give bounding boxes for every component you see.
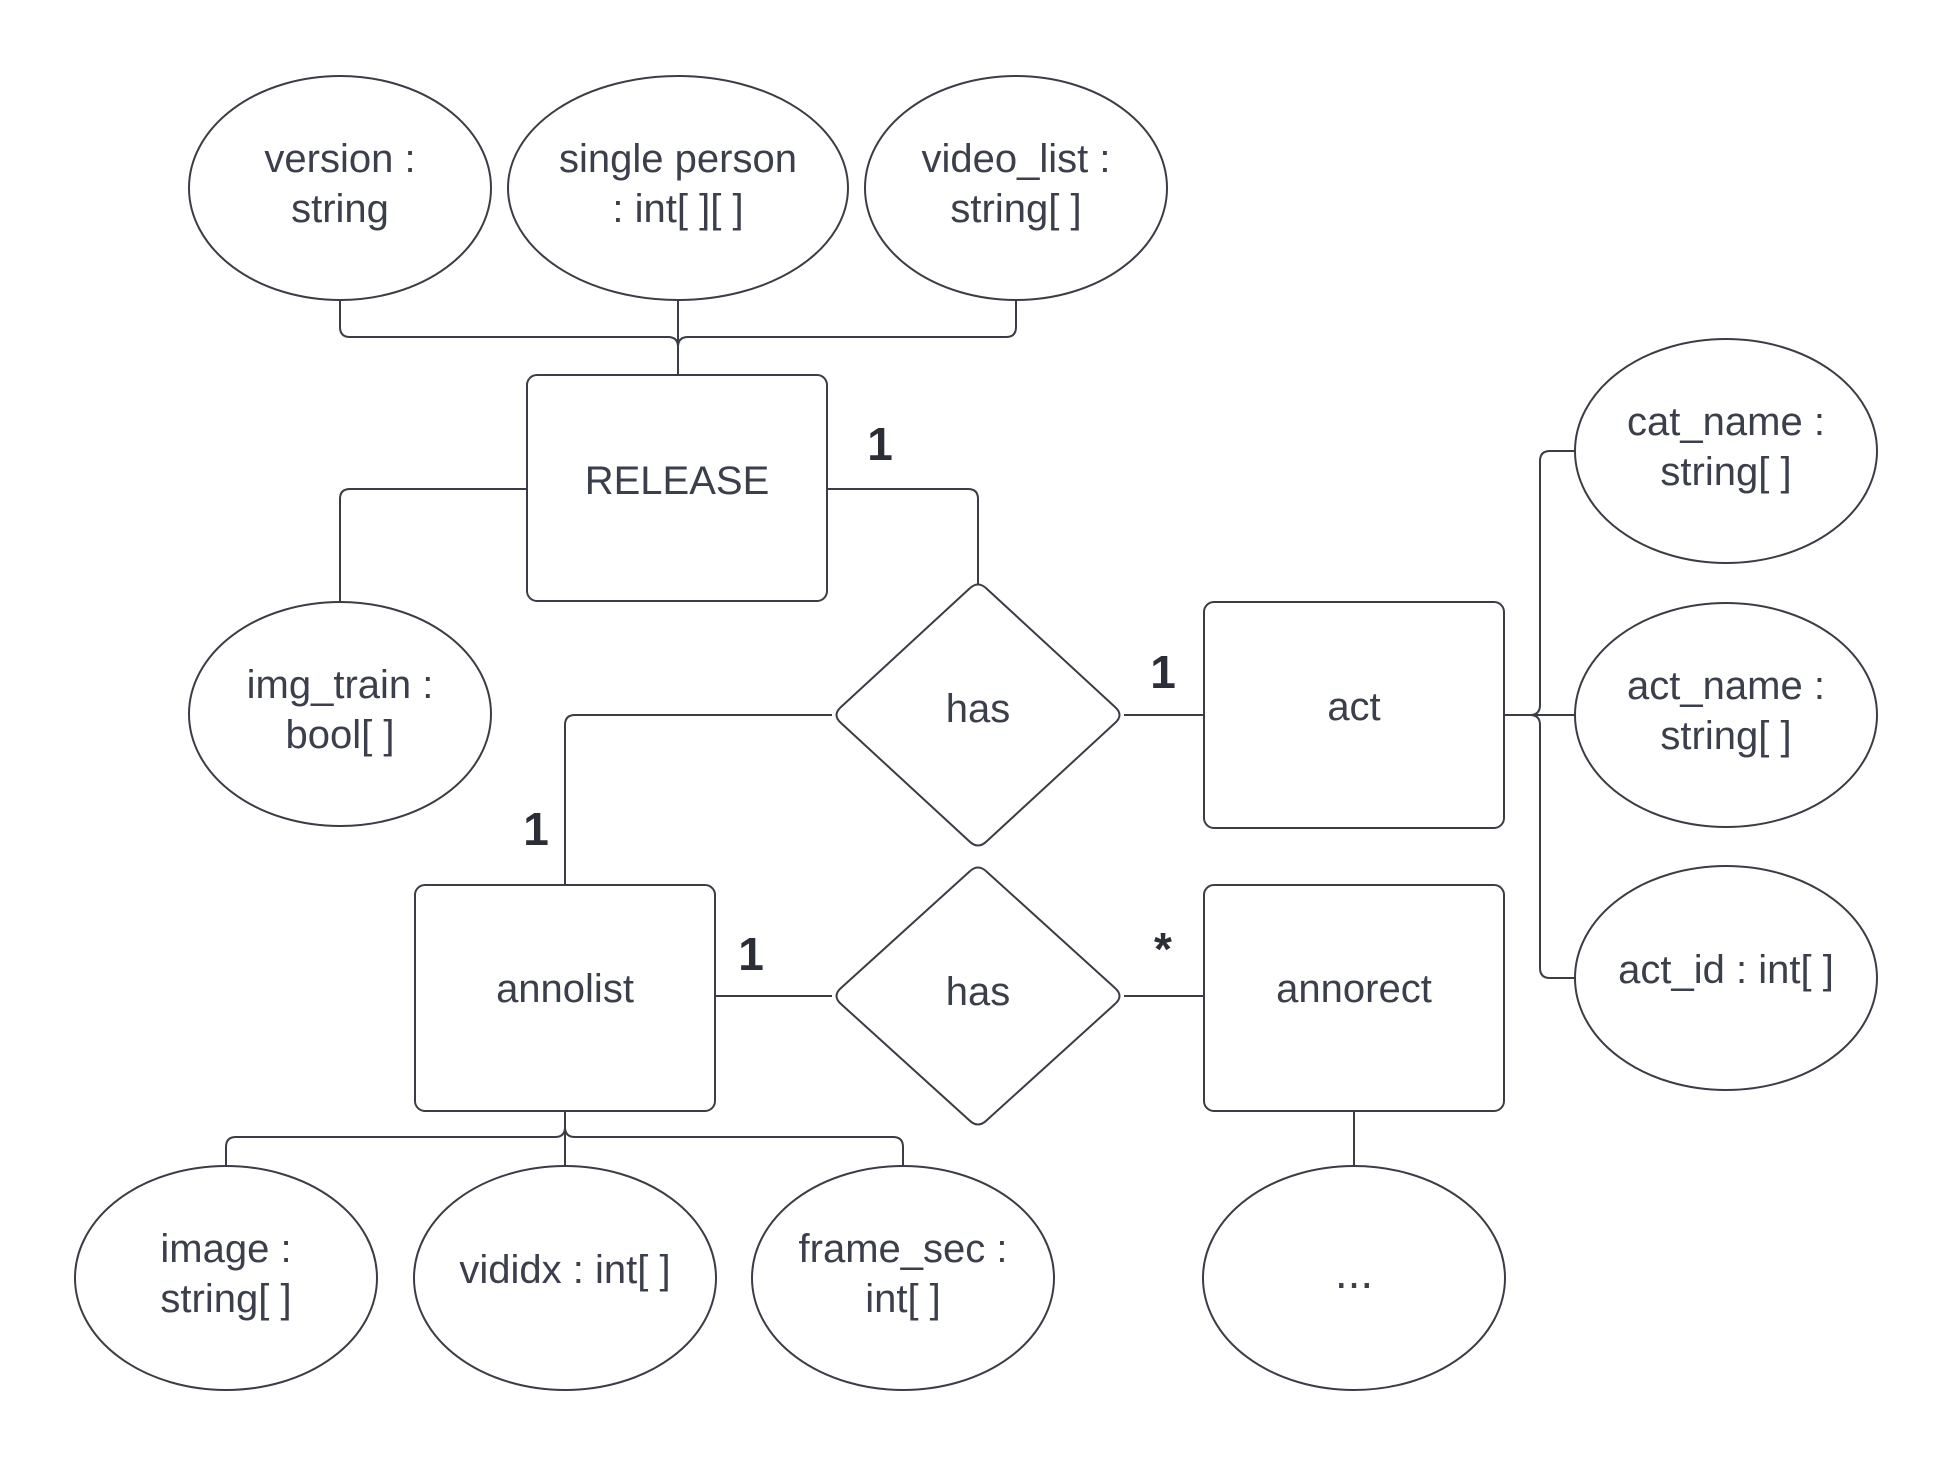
connectors bbox=[225, 300, 1575, 1166]
cardinality-annolist-top: 1 bbox=[523, 803, 549, 855]
relationship-has-annolist-annorect: has bbox=[835, 866, 1121, 1126]
attribute-image-type: string[ ] bbox=[160, 1277, 291, 1321]
entity-release: RELEASE bbox=[526, 374, 828, 602]
attribute-single-person-type: : int[ ][ ] bbox=[612, 187, 743, 231]
attribute-frame-sec: frame_sec : int[ ] bbox=[751, 1165, 1055, 1391]
attribute-cat-name: cat_name : string[ ] bbox=[1574, 338, 1878, 564]
entity-release-label: RELEASE bbox=[585, 459, 770, 503]
attribute-annorect-more: ... bbox=[1202, 1165, 1506, 1391]
connector-act-attributes bbox=[1504, 450, 1575, 716]
connector-release-has bbox=[827, 488, 979, 585]
attribute-img-train-name: img_train : bbox=[247, 663, 434, 707]
attribute-img-train: img_train : bool[ ] bbox=[188, 601, 492, 827]
cardinality-release: 1 bbox=[867, 418, 893, 470]
attribute-img-train-type: bool[ ] bbox=[286, 713, 395, 757]
attribute-frame-sec-name: frame_sec : bbox=[799, 1227, 1008, 1271]
entity-act: act bbox=[1203, 601, 1505, 829]
entity-act-label: act bbox=[1327, 685, 1380, 729]
entity-annorect-label: annorect bbox=[1276, 967, 1432, 1011]
attribute-cat-name-type: string[ ] bbox=[1660, 450, 1791, 494]
connector-version-release bbox=[339, 300, 679, 375]
connector-act-act-id bbox=[1529, 714, 1575, 979]
attribute-act-name-name: act_name : bbox=[1627, 664, 1825, 708]
attribute-frame-sec-type: int[ ] bbox=[865, 1277, 941, 1321]
relationship-has-release-act: has bbox=[835, 583, 1121, 847]
connector-release-img-train bbox=[339, 488, 527, 602]
entity-annolist: annolist bbox=[414, 884, 716, 1112]
connector-video-list-release bbox=[677, 300, 1017, 348]
connector-annolist-image bbox=[225, 1110, 566, 1166]
cardinality-labels: 1 1 1 1 * bbox=[523, 418, 1176, 980]
attribute-act-name: act_name : string[ ] bbox=[1574, 602, 1878, 828]
attribute-video-list-type: string[ ] bbox=[950, 187, 1081, 231]
attribute-image-name: image : bbox=[160, 1227, 291, 1271]
attribute-video-list: video_list : string[ ] bbox=[864, 75, 1168, 301]
attribute-image: image : string[ ] bbox=[74, 1165, 378, 1391]
cardinality-act: 1 bbox=[1150, 646, 1176, 698]
cardinality-annolist: 1 bbox=[738, 928, 764, 980]
relationship-has-label-1: has bbox=[946, 687, 1011, 731]
connector-annolist-frame-sec bbox=[564, 1126, 904, 1166]
entity-annolist-label: annolist bbox=[496, 967, 634, 1011]
ellipsis-icon: ... bbox=[1335, 1246, 1373, 1298]
entity-annorect: annorect bbox=[1203, 884, 1505, 1112]
attribute-single-person-name: single person bbox=[559, 137, 797, 181]
attribute-act-name-type: string[ ] bbox=[1660, 714, 1791, 758]
connector-has-annolist bbox=[564, 714, 832, 885]
cardinality-annorect: * bbox=[1154, 923, 1172, 975]
attribute-video-list-name: video_list : bbox=[922, 137, 1111, 181]
attribute-version: version : string bbox=[188, 75, 492, 301]
attribute-vididx: vididx : int[ ] bbox=[413, 1165, 717, 1391]
attribute-vididx-label: vididx : int[ ] bbox=[459, 1248, 670, 1292]
relationship-has-label-2: has bbox=[946, 970, 1011, 1014]
attribute-version-type: string bbox=[291, 187, 389, 231]
attribute-act-id: act_id : int[ ] bbox=[1574, 865, 1878, 1091]
attribute-single-person: single person : int[ ][ ] bbox=[507, 75, 849, 301]
attribute-act-id-label: act_id : int[ ] bbox=[1618, 948, 1834, 992]
attribute-cat-name-name: cat_name : bbox=[1627, 400, 1825, 444]
attribute-version-name: version : bbox=[264, 137, 415, 181]
